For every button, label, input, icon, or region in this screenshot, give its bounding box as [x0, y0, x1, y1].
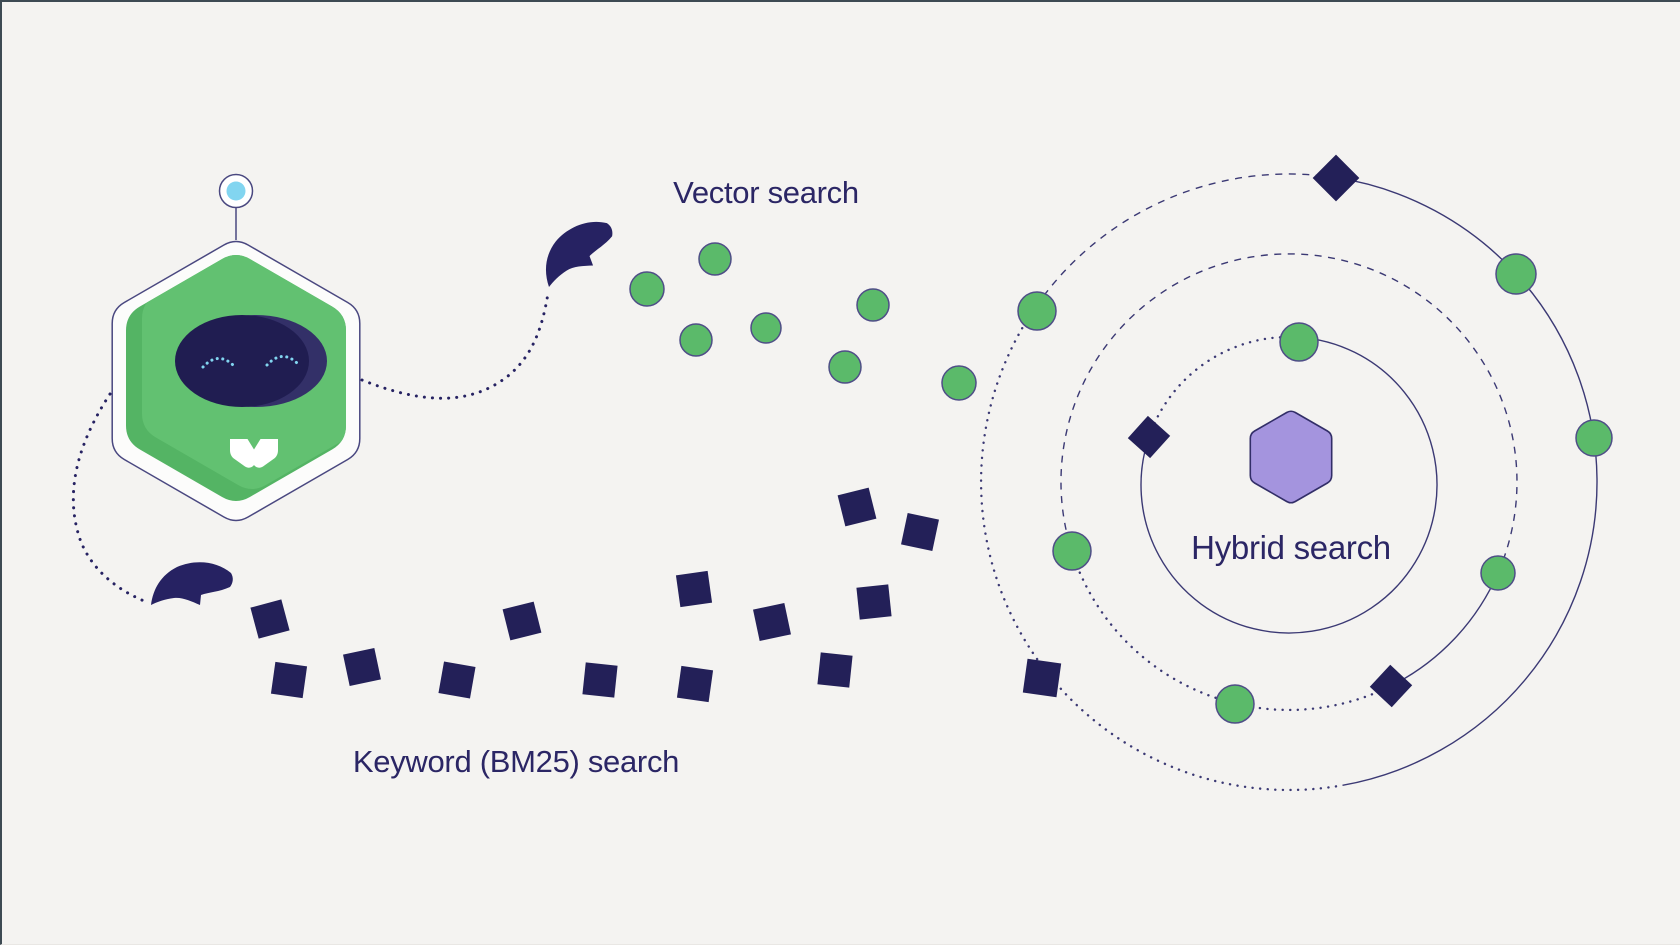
keyword-square — [270, 661, 308, 699]
keyword-squares-field — [250, 487, 939, 703]
keyword-search-label: Keyword (BM25) search — [353, 744, 679, 779]
robot-face — [175, 315, 309, 407]
orbit-outer-dot — [1017, 291, 1057, 331]
robot-eye-right-icon — [265, 355, 299, 367]
orbit-middle-dot — [1215, 684, 1255, 724]
keyword-square — [901, 513, 939, 551]
orbit-outer-segment-dashed — [1033, 173, 1337, 310]
orbit-middle-segment-solid — [1390, 572, 1499, 687]
vector-dot — [750, 312, 782, 344]
weaviate-logo-icon — [230, 439, 278, 468]
vector-dot — [941, 365, 977, 401]
keyword-square — [675, 570, 713, 608]
keyword-square — [837, 487, 877, 527]
orbit-middle-segment-dotted — [1070, 550, 1392, 712]
orbit-middle-square — [1369, 664, 1413, 708]
keyword-square — [250, 599, 290, 639]
orbit-middle-segment-dashed — [1060, 253, 1518, 573]
keyword-path-dotted — [71, 392, 151, 605]
orbit-outer-dot — [1495, 253, 1537, 295]
orbit-inner-dot — [1279, 322, 1319, 362]
keyword-square — [817, 652, 853, 688]
orbit-inner-segment-dotted — [1147, 335, 1300, 439]
vector-arrow-icon — [545, 221, 613, 287]
orbit-outer-square — [1022, 658, 1062, 698]
vector-dot — [629, 271, 665, 307]
vector-path-dotted — [360, 291, 550, 400]
robot-mascot — [111, 173, 361, 522]
hybrid-orbits — [979, 154, 1613, 792]
keyword-square — [438, 661, 476, 699]
orbit-inner-segment-solid — [1140, 336, 1438, 634]
keyword-square — [676, 665, 714, 703]
vector-dot — [698, 242, 732, 276]
orbit-middle-dot — [1480, 555, 1516, 591]
keyword-square — [856, 584, 892, 620]
keyword-square — [343, 648, 381, 686]
orbit-middle-dot — [1052, 531, 1092, 571]
vector-dots-field — [629, 242, 977, 401]
vector-dot — [679, 323, 713, 357]
keyword-square — [502, 601, 542, 641]
vector-search-label: Vector search — [673, 175, 859, 210]
hybrid-search-label: Hybrid search — [1191, 529, 1391, 566]
orbit-outer-square — [1312, 154, 1360, 202]
orbit-outer-segment-solid — [1335, 176, 1598, 786]
robot-eye-left-icon — [201, 357, 235, 369]
antenna-core-icon — [226, 181, 246, 201]
orbit-outer-dot — [1575, 419, 1613, 457]
vector-dot — [828, 350, 862, 384]
vector-dot — [856, 288, 890, 322]
keyword-square — [753, 603, 791, 641]
keyword-square — [582, 662, 618, 698]
orbit-inner-square — [1127, 415, 1171, 459]
hybrid-hexagon-icon — [1249, 410, 1333, 504]
keyword-arrow-icon — [151, 562, 233, 605]
